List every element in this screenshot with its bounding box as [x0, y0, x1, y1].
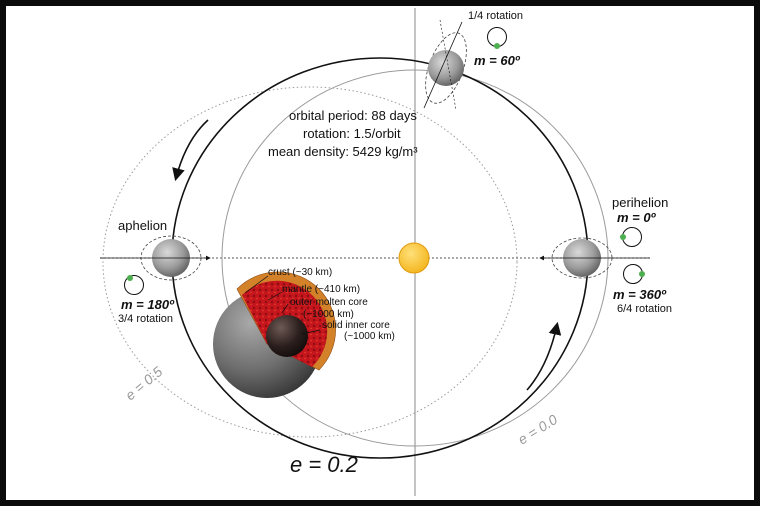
- planet-top: [423, 19, 467, 111]
- eccentricity-e02-label: e = 0.2: [290, 452, 358, 477]
- outer-core-label: outer molten core: [290, 297, 368, 308]
- orientation-circle-aphelion: [124, 275, 144, 295]
- perihelion-rotation-label: 6/4 rotation: [617, 303, 673, 315]
- cutaway-inner-core: [266, 315, 308, 357]
- orbital-period-label: orbital period: 88 days: [289, 108, 417, 123]
- top-anomaly-label: m = 60º: [474, 53, 520, 68]
- orientation-circle-top: [487, 27, 507, 49]
- perihelion-anomaly-start-label: m = 0º: [617, 210, 656, 225]
- motion-arrow-left: [172, 119, 209, 182]
- rotation-axis-top: [423, 21, 463, 109]
- orientation-circle-perihelion-start: [620, 227, 642, 247]
- planet-aphelion: [100, 235, 211, 281]
- sun: [398, 242, 430, 274]
- aphelion-anomaly-label: m = 180º: [121, 297, 174, 312]
- mantle-label: mantle (~410 km): [282, 284, 361, 295]
- motion-arrow-right: [526, 321, 562, 391]
- outer-core-size-label: (~1000 km): [303, 309, 354, 320]
- layer-leaders: [244, 275, 321, 335]
- inner-core-label: solid inner core: [322, 320, 390, 331]
- orientation-circle-perihelion-end: [623, 264, 645, 284]
- top-rotation-label: 1/4 rotation: [468, 10, 524, 22]
- diagram-panel: [6, 6, 754, 500]
- inner-core-size-label: (~1000 km): [344, 331, 395, 342]
- perihelion-label: perihelion: [612, 195, 669, 210]
- planet-perihelion: [539, 237, 650, 279]
- orbit-e05: [102, 86, 518, 438]
- crust-label: crust (~30 km): [268, 267, 333, 278]
- mean-density-label: mean density: 5429 kg/m³: [268, 144, 418, 159]
- rotation-rate-label: rotation: 1.5/orbit: [303, 126, 401, 141]
- aphelion-rotation-label: 3/4 rotation: [118, 313, 174, 325]
- perihelion-anomaly-end-label: m = 360º: [613, 287, 666, 302]
- mercury-cutaway: [213, 271, 336, 398]
- aphelion-label: aphelion: [118, 218, 168, 233]
